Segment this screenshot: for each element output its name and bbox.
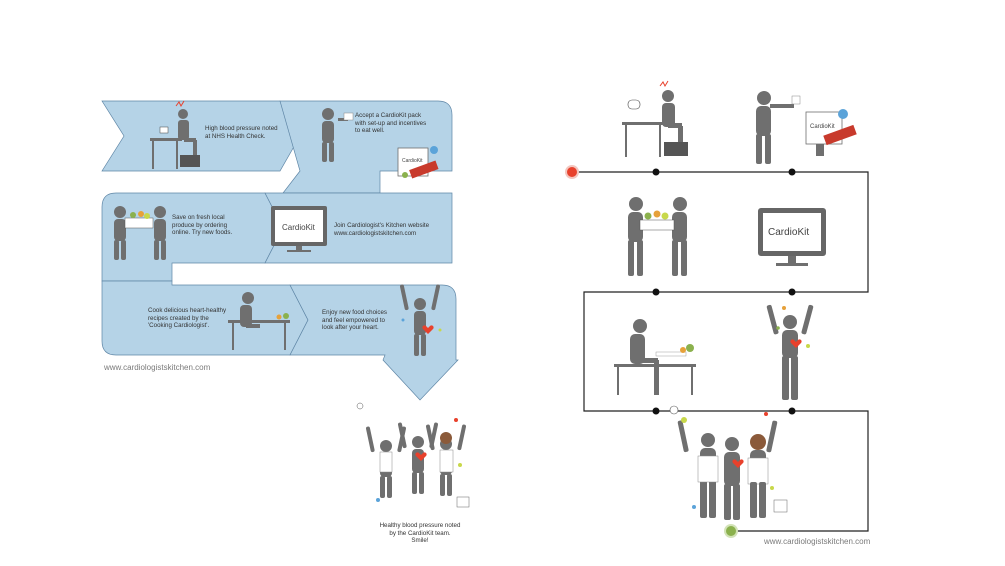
step-produce-text: Save on fresh local produce by ordering … [172,214,232,237]
step-check-text: High blood pressure noted at NHS Health … [205,125,278,140]
cardiokit-pack: CardioKit [806,109,857,156]
step-pack-text: Accept a CardioKit pack with set-up and … [355,112,426,135]
produce-exchange-figures [628,197,687,276]
path-node [789,408,796,415]
cook-figure [614,319,696,395]
step-cook-text: Cook delicious heart-healthy recipes cre… [148,307,226,330]
ribbon-row-2 [102,193,283,281]
path-node [653,408,660,415]
celebrating-team [357,403,469,507]
doctor-figure [756,91,800,164]
cheering-figure [766,305,813,400]
cardiokit-pack: CardioKit [398,146,439,179]
monitor-logo-text-right: CardioKit [768,227,809,238]
right-website-link[interactable]: www.cardiologistskitchen.com [764,537,870,546]
celebrating-team [670,406,787,520]
pack-logo-text: CardioKit [402,158,423,164]
monitor-logo-text: CardioKit [282,223,316,232]
start-node [566,166,578,178]
end-node [725,525,737,537]
step-website-text: Join Cardiologist's Kitchen website www.… [334,222,429,237]
path-node [653,169,660,176]
path-node [653,289,660,296]
pack-logo-text-right: CardioKit [810,124,835,130]
final-caption: Healthy blood pressure noted by the Card… [360,522,480,545]
monitor: CardioKit [271,206,327,252]
path-node [789,289,796,296]
step-enjoy-text: Enjoy new food choices and feel empowere… [322,309,387,332]
right-illustrations: CardioKit CardioKit [614,81,857,520]
path-node [789,169,796,176]
seated-patient-figure [622,81,688,157]
left-website-link[interactable]: www.cardiologistskitchen.com [104,363,210,372]
monitor: CardioKit [758,208,826,266]
